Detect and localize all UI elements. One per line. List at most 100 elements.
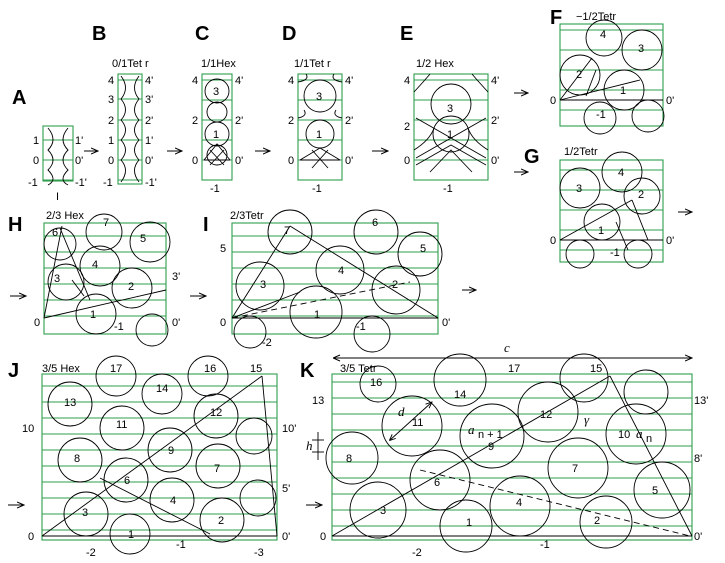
node-label: 6: [52, 227, 58, 239]
panel-title: 2/3 Hex: [46, 210, 84, 222]
row-label: 2': [491, 115, 499, 127]
row-label: 0': [172, 317, 180, 329]
node-label: 7: [103, 217, 109, 229]
row-label: 4: [108, 75, 114, 87]
row-label: 0: [33, 155, 39, 167]
row-label: -1: [114, 321, 124, 333]
node-label: 2: [638, 189, 644, 201]
row-label: 5': [282, 483, 290, 495]
row-label: 3': [172, 271, 180, 283]
panel-label: A: [12, 87, 26, 109]
annotation-h: h: [306, 438, 313, 453]
node-label: 3: [82, 507, 88, 519]
panel-G: G 1/2Tetr 4 3 2 1 0 0' -1: [524, 146, 674, 269]
node-label: 6: [372, 217, 378, 229]
node-label: 11: [116, 419, 127, 431]
panel-F: F −1/2Tetr 4 3 2 1 0 0' -1: [550, 7, 674, 135]
row-label: 3': [145, 94, 153, 106]
node-label: 3: [316, 91, 322, 103]
panel-label: J: [8, 360, 19, 382]
node-label: 3: [638, 43, 644, 55]
node-label: 1: [466, 517, 472, 529]
row-label: 2': [345, 115, 353, 127]
row-label: 0': [145, 155, 153, 167]
row-label: -1: [312, 183, 322, 195]
row-label: -1: [610, 247, 620, 259]
node-label: 4: [170, 495, 176, 507]
node-label: 11: [412, 417, 423, 429]
row-label: 4': [235, 75, 243, 87]
panel-label: C: [195, 23, 209, 45]
row-label: -1: [103, 177, 113, 189]
annotation-an-sub: n: [646, 433, 652, 445]
node-label: 4: [516, 497, 522, 509]
row-label: -1: [596, 109, 606, 121]
node-label: 14: [454, 389, 466, 401]
node-label: 2: [218, 515, 224, 527]
row-label: -1: [540, 539, 550, 551]
panel-A: A 1 0 -1 1' 0' -1' I: [12, 87, 87, 203]
node-label: 13: [64, 397, 76, 409]
panel-label: G: [524, 146, 540, 168]
row-label: -3: [254, 547, 264, 559]
row-label: 0: [28, 531, 34, 543]
node-label: 3: [447, 103, 453, 115]
row-label: 2: [288, 115, 294, 127]
row-label: -1: [210, 183, 220, 195]
row-label: 0': [345, 155, 353, 167]
node-label: 5: [420, 243, 426, 255]
row-label: I: [56, 191, 59, 203]
row-label: 0: [192, 155, 198, 167]
node-label: 1: [316, 129, 322, 141]
node-label: 7: [284, 225, 290, 237]
row-label: 0: [404, 155, 410, 167]
row-label: 0: [108, 155, 114, 167]
row-label: -1': [75, 177, 87, 189]
panel-label: B: [92, 23, 106, 45]
row-label: 0': [235, 155, 243, 167]
node-label: 2: [576, 69, 582, 81]
node-label: 15: [250, 363, 262, 375]
row-label: 13: [312, 395, 324, 407]
node-label: 3: [213, 86, 219, 98]
node-label: 12: [540, 409, 552, 421]
row-label: 0: [320, 531, 326, 543]
row-label: 0': [442, 317, 450, 329]
node-label: 6: [124, 475, 130, 487]
row-label: 0': [666, 95, 674, 107]
node-label: 10: [618, 429, 630, 441]
node-label: 7: [572, 463, 578, 475]
row-label: 0': [666, 235, 674, 247]
row-label: 0': [282, 531, 290, 543]
panel-label: H: [8, 214, 22, 236]
panel-K: K 3/5 Tetr c d h γ a n + 1 a n 17 16 15: [300, 340, 708, 559]
node-label: 4: [600, 29, 606, 41]
node-label: 5: [140, 233, 146, 245]
node-label: 4: [338, 265, 344, 277]
row-label: 0: [220, 317, 226, 329]
row-label: 4': [345, 75, 353, 87]
node-label: 4: [92, 259, 98, 271]
row-label: 4: [288, 75, 294, 87]
panel-title: 2/3Tetr: [230, 210, 264, 222]
row-label: 1: [108, 135, 114, 147]
node-label: 2: [594, 515, 600, 527]
row-label: 8': [694, 453, 702, 465]
row-label: 1: [33, 135, 39, 147]
node-label: 9: [168, 445, 174, 457]
row-label: 0': [491, 155, 499, 167]
node-label: 3: [576, 183, 582, 195]
row-label: -2: [412, 547, 422, 559]
panel-title: 1/1Tet r: [294, 58, 331, 70]
row-label: -2: [262, 337, 272, 349]
panel-I: I 2/3Tetr 7 6 5 4 3 2 1 5 0 0' -2 -1: [203, 209, 450, 353]
row-label: 0': [694, 531, 702, 543]
row-label: 4': [491, 75, 499, 87]
row-label: 10: [22, 423, 34, 435]
node-label: 1: [447, 129, 453, 141]
row-label: 5: [220, 243, 226, 255]
row-label: -1: [176, 539, 186, 551]
panel-title: 1/2Tetr: [564, 146, 598, 158]
row-label: -1: [443, 183, 453, 195]
